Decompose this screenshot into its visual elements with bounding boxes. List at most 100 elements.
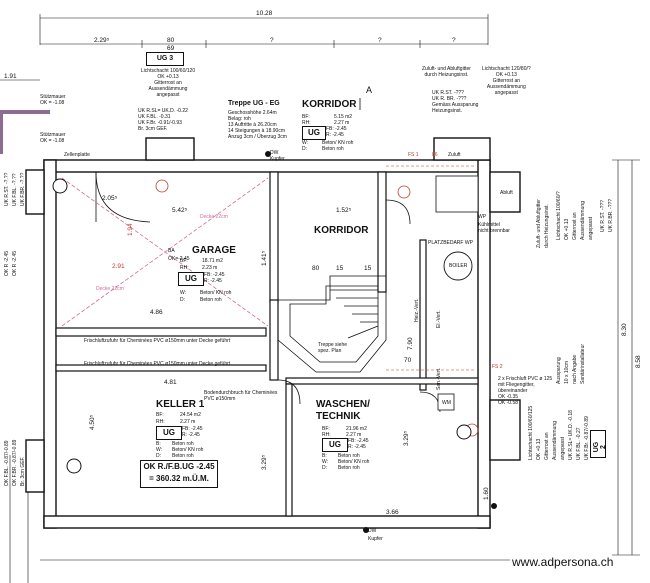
waschen-ok: FB: -2.45 R: -2.45 bbox=[348, 438, 369, 450]
ba-label: BA bbox=[168, 248, 175, 254]
keller-d-val: Beton roh bbox=[172, 453, 194, 459]
ug2-coords-3: UK F.Br. -0.87/-0.89 bbox=[584, 416, 590, 460]
floor-drains bbox=[52, 178, 472, 474]
waschen-rh-val: 2.27 m bbox=[346, 432, 362, 438]
keller-ok: FB: -2.45 R: -2.45 bbox=[182, 426, 203, 438]
ug3-coord-line: UK F.BL. -0.31 bbox=[138, 114, 171, 120]
treppe-line: 13 Auftritte à 26.20cm bbox=[228, 122, 277, 128]
dim-top-left: 2.29⁵ bbox=[94, 37, 110, 44]
right-vert-b-line: angepasst bbox=[588, 216, 594, 240]
dim-141: 1.41⁵ bbox=[261, 250, 268, 266]
heiz-vert: Heiz.-Vert. bbox=[414, 298, 420, 322]
korridor-top-w-val: Beton/ KN roh bbox=[322, 140, 354, 146]
garage-bf-val: 18.71 m2 bbox=[202, 258, 223, 264]
keller-b: B: bbox=[156, 441, 161, 447]
ug2-coord-line: UK F.Br. -0.87/-0.89 bbox=[584, 416, 590, 460]
ug2-badge: UG 2 bbox=[590, 430, 607, 458]
ug2-coord-line: UK R.SL= UK.D. -0.18 bbox=[568, 410, 574, 460]
keller-rh-val: 2.27 m bbox=[180, 419, 196, 425]
korridor-top-rh: RH: bbox=[302, 120, 311, 126]
dw-top: DW bbox=[270, 150, 279, 156]
keller-bf: BF: bbox=[156, 412, 164, 418]
zuluft-top-line: Zuluft- und Abluftgitter bbox=[422, 66, 471, 72]
treppe-line: Geschosshöhe 2.64m bbox=[228, 110, 277, 116]
zuluft-top-r-line: Lichtschacht 120/80/? bbox=[482, 66, 531, 72]
interior-walls bbox=[55, 171, 479, 517]
left-bottom-2: OK F.BR. -0.87/-0.89 bbox=[12, 440, 18, 486]
ug2-note-line: OK +0.13 bbox=[536, 438, 542, 460]
kuehlmittel-line: nicht brennbar bbox=[478, 228, 510, 234]
ug2-notes-3: Gitterrost an bbox=[544, 432, 550, 460]
dim-366: 3.66 bbox=[386, 509, 399, 516]
dim-858: 8.58 bbox=[635, 355, 642, 368]
ug2-coords-2: UK F.BL. -0.27 bbox=[576, 427, 582, 460]
garage-rh: RH: bbox=[180, 265, 189, 271]
room-garage-name: GARAGE bbox=[192, 245, 236, 256]
right-vert-d: Aussparung bbox=[556, 357, 562, 384]
red-guides bbox=[386, 165, 476, 371]
zuluft-label: Zuluft bbox=[448, 152, 461, 158]
right-vert-a-line: durch Heizungsinst. bbox=[544, 204, 550, 248]
stuetzmauer-top-ok: OK = -1.08 bbox=[40, 100, 65, 106]
ug3-note-line: Lichtschacht 100/60/120 bbox=[140, 68, 196, 74]
kupfer-bottom: Kupfer bbox=[368, 536, 383, 542]
kupfer-top: Kupfer bbox=[270, 156, 285, 162]
zellenplatte-label: Zellenplatte bbox=[64, 152, 90, 158]
korridor-top-d-val: Beton roh bbox=[322, 146, 344, 152]
bodendurchbruch-line: PVC ø150mm bbox=[204, 396, 236, 402]
ug3-coord-line: UK R.SL= UK.D. -0.22 bbox=[138, 108, 188, 114]
ug2-coords: UK R.SL= UK.D. -0.18 bbox=[568, 410, 574, 460]
zuluft-top-right: Lichtschacht 120/80/? OK +0.13 Gitterros… bbox=[482, 66, 531, 96]
frischluft-right-line: 2 x Frischluft PVC ø 125 bbox=[498, 376, 553, 382]
ug2-note-line: Gitterrost an bbox=[544, 432, 550, 460]
zuluft-top-r-line: angepasst bbox=[494, 90, 518, 96]
right-vert-d-line: Sanitärinstallateur bbox=[580, 343, 586, 384]
bodendurchbruch-line: Bodendurchbruch für Cheminées bbox=[204, 390, 278, 396]
dimension-lines bbox=[0, 14, 640, 583]
left-uk-fbl: UK F.BL. -?.?? bbox=[12, 173, 18, 206]
frischluft-right: 2 x Frischluft PVC ø 125 mit Fliegengitt… bbox=[498, 376, 552, 406]
left-bottom-line: Br. 3cm GEF. bbox=[20, 456, 26, 486]
light-wells bbox=[25, 137, 521, 493]
fs2-label: FS 2 bbox=[492, 364, 503, 370]
ok-rf-line: OK R./F.B.UG -2.45 bbox=[143, 462, 215, 471]
wp-label: WP bbox=[478, 214, 487, 220]
garage-w-val: Beton/ KN roh bbox=[200, 290, 232, 296]
watermark: www.adpersona.ch bbox=[512, 555, 614, 569]
treppe-title: Treppe UG - EG bbox=[228, 100, 280, 107]
dim-80: 80 bbox=[312, 265, 320, 272]
room-korridor-name: KORRIDOR bbox=[314, 225, 369, 236]
platzbedarf-label: PLATZBEDARF WP bbox=[428, 240, 473, 246]
treppe-line: Anzug 3cm / Überzug 3cm bbox=[228, 134, 287, 140]
garage-decke-label: Decke 22cm bbox=[96, 286, 124, 292]
waschen-b: B: bbox=[322, 453, 327, 459]
garage-ug: UG bbox=[178, 272, 204, 286]
garage-decke-label-2: Decke 22cm bbox=[200, 214, 228, 220]
garage-d-val: Beton roh bbox=[200, 297, 222, 303]
right-vert-b3: Gitterrost an bbox=[572, 212, 578, 240]
frischluft-right-line: OK -0.58 bbox=[498, 400, 519, 406]
dim-15a: 15 bbox=[336, 265, 344, 272]
kuehlmittel: Kühlmittel nicht brennbar bbox=[478, 222, 510, 234]
treppe-siehe-line: Treppe siehe bbox=[318, 342, 347, 348]
waschen-bf: BF: bbox=[322, 426, 330, 432]
doors bbox=[95, 171, 441, 413]
ug2-note-line: angepasst bbox=[560, 436, 566, 460]
right-vert-b2: OK +0.13 bbox=[564, 219, 570, 240]
outer-walls bbox=[43, 159, 491, 529]
zuluft-top-r-line: OK +0.13 bbox=[495, 72, 517, 78]
keller-bf-val: 24.54 m2 bbox=[180, 412, 201, 418]
heat-pump bbox=[435, 175, 479, 213]
waschen-ug: UG bbox=[322, 438, 348, 452]
left-bottom-3: Br. 3cm GEF. bbox=[20, 457, 26, 486]
retaining-wall bbox=[0, 110, 50, 154]
dim-160: 1.60 bbox=[483, 487, 490, 500]
waschen-w-val: Beton/ KN roh bbox=[338, 459, 370, 465]
dim-top-q1: ? bbox=[270, 37, 274, 44]
korridor-top-fb: FB: -2.45 bbox=[326, 126, 347, 132]
keller-w: W: bbox=[156, 447, 163, 453]
keller-d: D: bbox=[156, 453, 161, 459]
ug2-note-line: Aussendämmung bbox=[552, 421, 558, 460]
room-korridor-top-name: KORRIDOR bbox=[302, 99, 357, 110]
